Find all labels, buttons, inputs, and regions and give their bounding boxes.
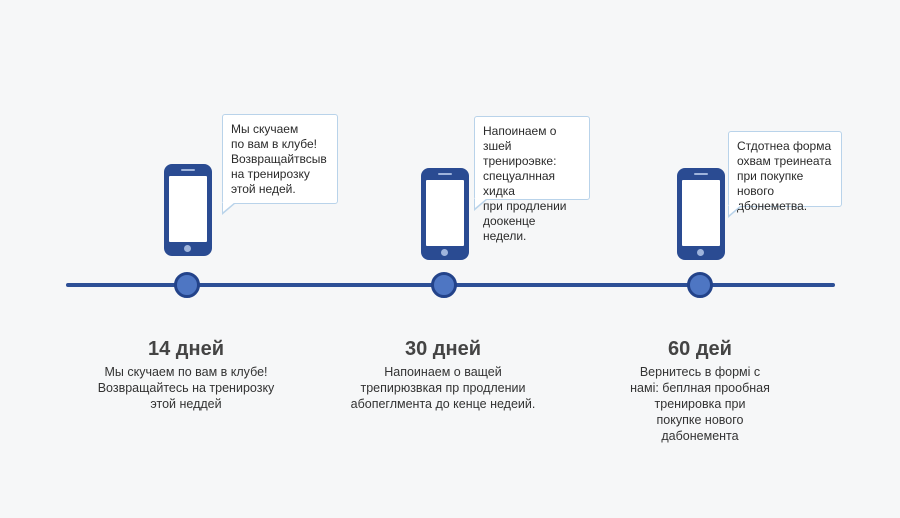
speech-bubble: Напоинаем о зшей тренироэвке: спецуалнна… [474, 116, 590, 243]
smartphone-icon [421, 168, 469, 260]
milestone-title: 14 дней [148, 338, 224, 360]
timeline-node [431, 272, 457, 298]
smartphone-icon [164, 164, 212, 256]
milestone-description: Напоинаем о ващей трепирюзвкая пр продле… [350, 365, 536, 411]
milestone-description: Мы скучаем по вам в клубе! Возвращайтесь… [97, 365, 275, 411]
milestone-description: Вернитесь в формі с намі: беплная прообн… [630, 365, 770, 443]
speech-bubble: Мы скучаем по вам в клубе! Возвращайтвсы… [222, 114, 338, 204]
milestone-title: 60 дей [668, 338, 732, 360]
milestone-title: 30 дней [405, 338, 481, 360]
timeline-node [174, 272, 200, 298]
timeline-node [687, 272, 713, 298]
smartphone-icon [677, 168, 725, 260]
speech-bubble: Стдотнеа форма охвам треинеата при покуп… [728, 131, 842, 213]
